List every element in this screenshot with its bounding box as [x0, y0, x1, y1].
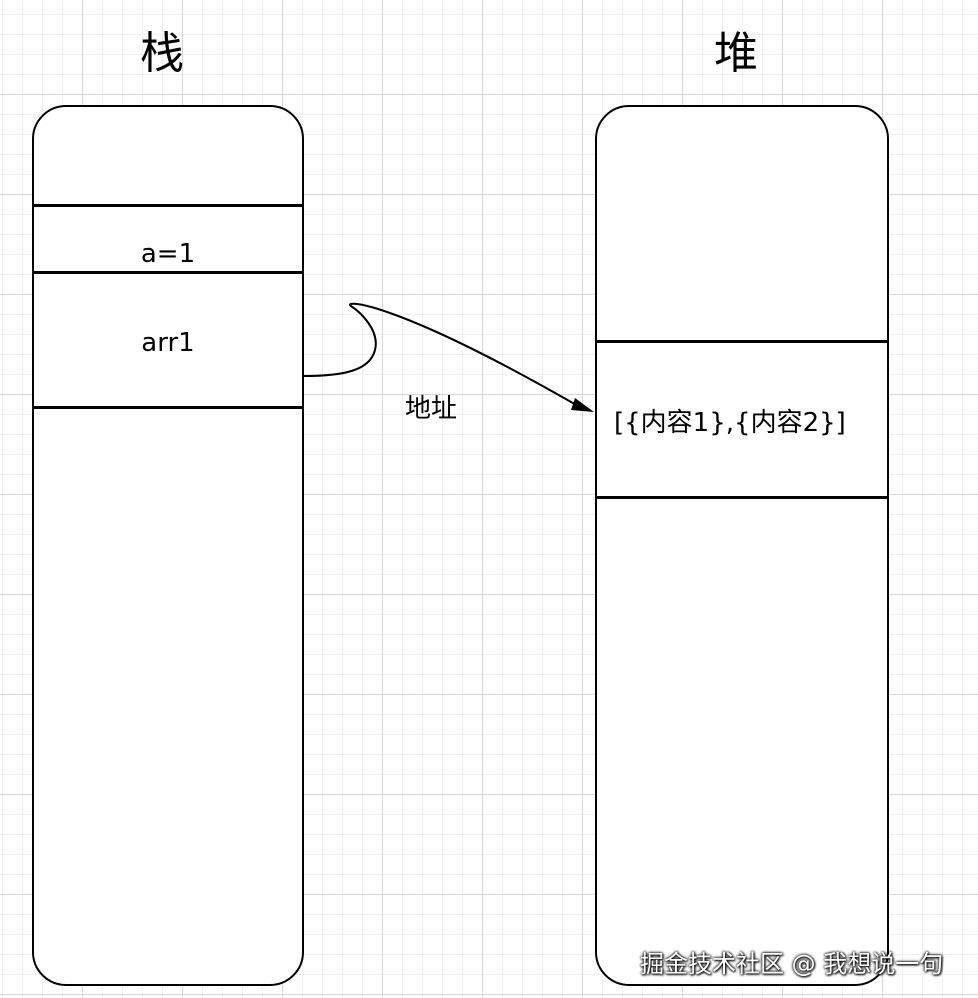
- watermark: 掘金技术社区 @ 我想说一句: [640, 950, 944, 978]
- heap-container: [595, 105, 889, 986]
- heap-array-content: [{内容1},{内容2}]: [614, 408, 846, 438]
- stack-cell-arr: arr1: [141, 328, 195, 358]
- arrow-head: [571, 398, 594, 412]
- arrow-label: 地址: [405, 394, 458, 424]
- arrow-curve: [303, 302, 579, 407]
- stack-cell-a: a=1: [140, 239, 196, 269]
- heap-divider: [595, 340, 889, 343]
- stack-container: [32, 105, 304, 986]
- stack-divider: [32, 271, 304, 274]
- heap-title: 堆: [714, 28, 758, 79]
- stack-title: 栈: [140, 28, 184, 79]
- stack-divider: [32, 406, 304, 409]
- heap-divider: [595, 496, 889, 499]
- stack-divider: [32, 204, 304, 207]
